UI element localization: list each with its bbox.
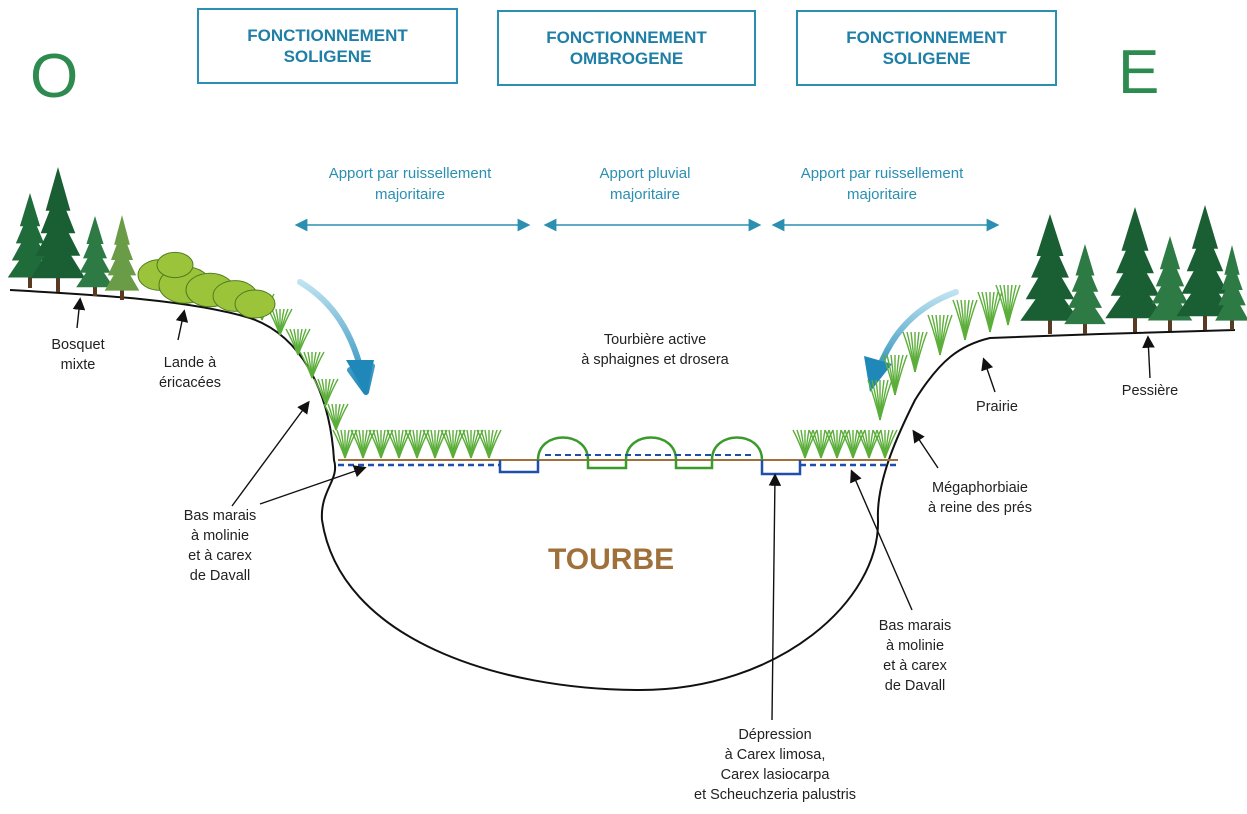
bas-marais-left-label: Bas marais à molinie et à carex de Daval… [160,506,280,586]
label-line: éricacées [158,375,222,391]
flow-center-label: Apport pluvial majoritaire [520,163,770,205]
heath-shrub-icon [137,251,276,319]
label-line: à reine des prés [928,500,1032,516]
label-line: mixte [60,357,96,373]
tree-icons-left [7,167,276,319]
box-line: FONCTIONNEMENT [846,28,1007,47]
pointer-arrows [72,297,1155,721]
box-line: OMBROGENE [569,49,684,68]
label-line: Tourbière active [603,332,707,348]
label-line: à molinie [190,528,250,544]
label-line: et à carex [883,658,947,674]
basin-outline [9,289,1236,692]
grass-tuft-icon [313,378,339,406]
bas-marais-right-label: Bas marais à molinie et à carex de Daval… [855,616,975,696]
grass-tuft-icon [792,429,818,459]
conifer-icon [1215,245,1247,330]
grass-tuft-icon [902,331,928,373]
grass-tuft-icon [840,429,866,459]
runoff-arrow-right-icon [864,356,892,392]
box-line: FONCTIONNEMENT [247,26,408,45]
label-line: Mégaphorbiaie [932,480,1028,496]
pool-icons [498,460,802,476]
hummock-icons [536,436,764,470]
grass-tuft-icon [882,354,908,396]
bosquet-label: Bosquet mixte [38,335,118,375]
flow-line: majoritaire [609,186,681,203]
grass-tuft-icon [323,403,349,431]
grass-tuft-icon [476,429,502,459]
label-line: Pessière [1121,383,1179,399]
flow-right-label: Apport par ruissellement majoritaire [757,163,1007,205]
tourbiere-label: Tourbière active à sphaignes et drosera [555,330,755,370]
flow-line: majoritaire [846,186,918,203]
lande-label: Lande à éricacées [140,353,240,393]
grass-tuft-icon [927,314,953,356]
conifer-icon [1147,236,1193,331]
flow-line: Apport par ruissellement [800,165,964,182]
soligene-left-box: FONCTIONNEMENT SOLIGENE [197,8,458,84]
label-line: et Scheuchzeria palustris [694,787,856,803]
label-line: Dépression [738,727,812,743]
label-line: de Davall [884,678,946,694]
label-line: Bas marais [183,508,257,524]
tree-icons-right [1020,205,1247,334]
label-line: et à carex [188,548,252,564]
label-line: de Davall [189,568,251,584]
east-label: E [1118,38,1160,107]
conifer-icon [1020,214,1080,334]
conifer-icon [30,167,86,292]
grass-tuft-icon [824,429,850,459]
label-line: Bas marais [878,618,952,634]
flow-line: Apport par ruissellement [328,165,492,182]
flow-left-label: Apport par ruissellement majoritaire [285,163,535,205]
west-label: O [30,42,79,111]
ombrogene-box: FONCTIONNEMENT OMBROGENE [497,10,756,86]
grass-tuft-icon [267,308,293,336]
conifer-icon [1176,205,1234,330]
grass-tuft-icon [952,299,978,341]
grass-tuft-icon [285,328,311,356]
runoff-arrow-left-icon [346,360,374,395]
label-line: à molinie [885,638,945,654]
label-line: Lande à [163,355,217,371]
grass-tuft-icon [977,291,1003,333]
pessiere-label: Pessière [1105,381,1195,401]
prairie-label: Prairie [962,397,1032,417]
tourbe-label: TOURBE [548,543,675,576]
conifer-icon [1105,207,1165,332]
flow-line: Apport pluvial [599,165,691,182]
label-line: à Carex limosa, [724,747,826,763]
label-line: Bosquet [51,337,105,353]
grass-tuft-icon [872,429,898,459]
box-line: SOLIGENE [283,47,372,66]
label-line: Carex lasiocarpa [720,767,830,783]
grass-tuft-icon [299,351,325,379]
label-line: Prairie [976,399,1018,415]
megaphorbiaie-label: Mégaphorbiaie à reine des prés [905,478,1055,518]
box-line: FONCTIONNEMENT [546,28,707,47]
box-line: SOLIGENE [882,49,971,68]
grass-tuft-icon [867,379,893,421]
conifer-icon [104,215,140,300]
label-line: à sphaignes et drosera [581,352,729,368]
flow-line: majoritaire [374,186,446,203]
conifer-icon [76,216,114,296]
grass-tuft-icon [856,429,882,459]
depression-label: Dépression à Carex limosa, Carex lasioca… [680,725,870,805]
soligene-right-box: FONCTIONNEMENT SOLIGENE [796,10,1057,86]
grass-tuft-icon [808,429,834,459]
grass-tuft-icon [995,284,1021,326]
conifer-icon [1064,244,1106,334]
